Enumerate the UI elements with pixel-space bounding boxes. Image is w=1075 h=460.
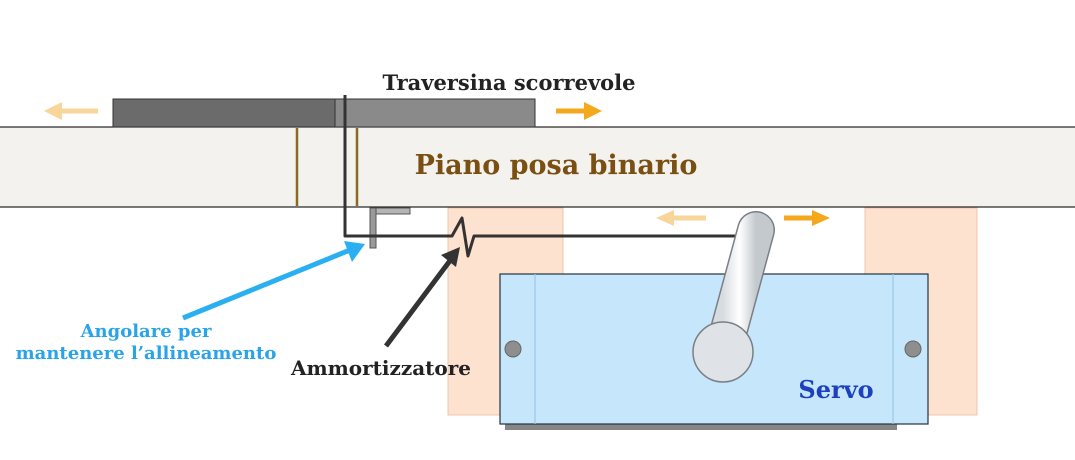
bracket-label-line1: Angolare per <box>80 321 212 342</box>
bracket-label-line2: mantenere l’allineamento <box>16 343 277 364</box>
alignment-bracket <box>369 207 411 249</box>
servo-horn <box>692 211 775 383</box>
damper-label: Ammortizzatore <box>290 356 471 380</box>
pointer-arrow-bracket <box>182 241 365 321</box>
screw-icon <box>504 340 522 358</box>
track-bed <box>0 126 1075 208</box>
double-arrow-left-right-icon <box>44 102 602 120</box>
sliding-crossbar <box>112 98 536 128</box>
pointer-arrow-damper <box>384 247 460 348</box>
slider-label: Traversina scorrevole <box>382 70 635 95</box>
double-arrow-left-right-icon <box>656 210 830 226</box>
push-rod <box>343 95 758 258</box>
servo-label: Servo <box>798 375 873 404</box>
bed-label: Piano posa binario <box>415 150 698 181</box>
screw-icon <box>904 340 922 358</box>
